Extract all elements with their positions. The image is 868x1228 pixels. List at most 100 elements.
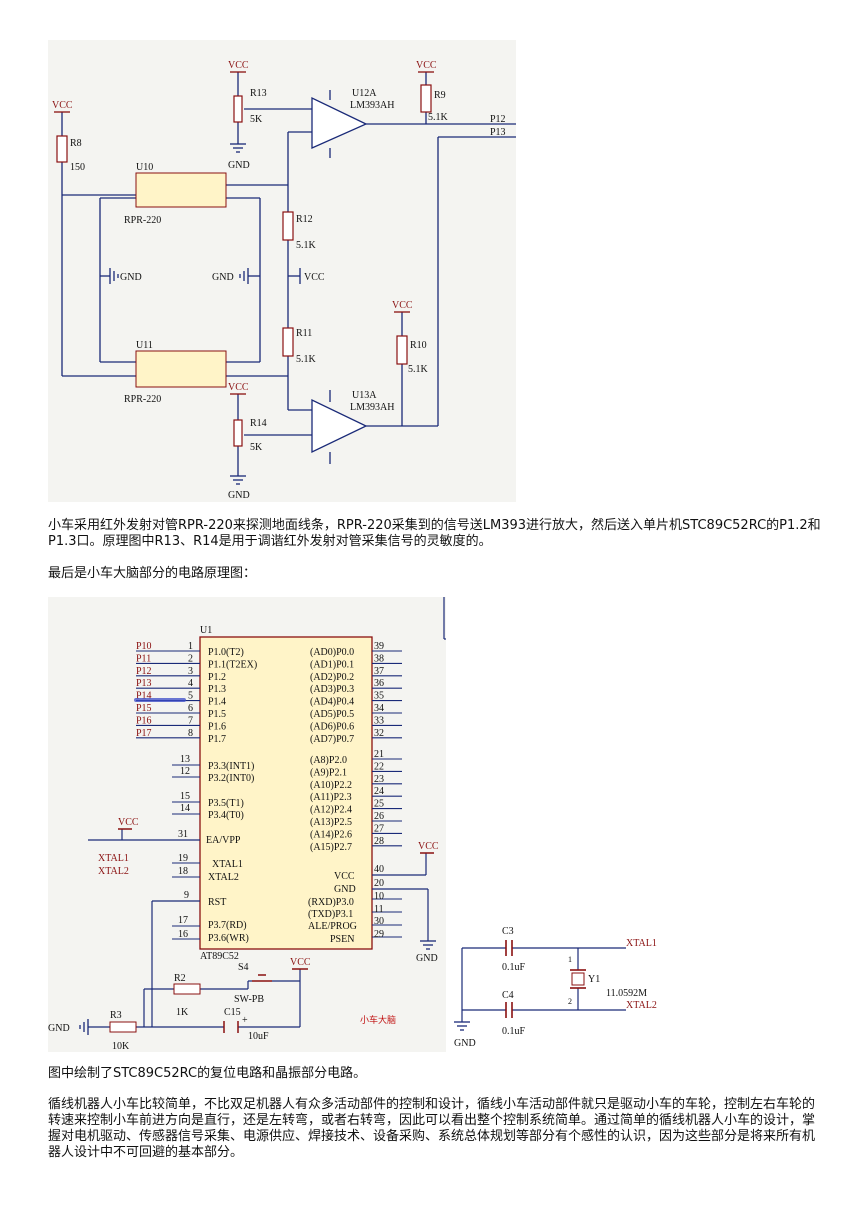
c15-label: C15 (224, 1007, 241, 1018)
vcc-label: VCC (228, 382, 249, 393)
p13-net: P13 (490, 127, 506, 138)
u1-label: U1 (200, 625, 212, 636)
gnd-label: GND (212, 272, 234, 283)
r3-value: 10K (112, 1041, 130, 1052)
u12-part: LM393AH (350, 100, 394, 111)
r8-label: R8 (70, 138, 82, 149)
pin-num: 7 (188, 715, 193, 726)
pin-num: 20 (374, 878, 384, 889)
r11-value: 5.1K (296, 354, 317, 365)
pin-num: 18 (178, 866, 188, 877)
pin-label: P1.3 (208, 684, 226, 695)
paragraph-intro-brain: 最后是小车大脑部分的电路原理图： (48, 566, 257, 581)
y1-label: Y1 (588, 974, 600, 985)
c3-value: 0.1uF (502, 962, 526, 973)
r13-value: 5K (250, 114, 263, 125)
pin-label: (A8)P2.0 (310, 755, 347, 766)
pin-num: 21 (374, 749, 384, 760)
pin-num: 31 (178, 829, 188, 840)
watermark: 小车大脑 (360, 1014, 396, 1025)
r14-label: R14 (250, 418, 267, 429)
pin-num: 34 (374, 703, 384, 714)
pin-num: 11 (374, 904, 384, 915)
pin-num: 33 (374, 715, 384, 726)
c15-value: 10uF (248, 1031, 269, 1042)
pin-num: 6 (188, 703, 193, 714)
gnd-label: GND (228, 160, 250, 171)
pin-num: 25 (374, 799, 384, 810)
net-label: P14 (136, 691, 152, 702)
pin-num: 1 (568, 955, 572, 964)
pin-label: (A12)P2.4 (310, 805, 352, 816)
r2-value: 1K (176, 1007, 189, 1018)
r9-label: R9 (434, 90, 446, 101)
pin-num: 15 (180, 791, 190, 802)
net-label: P12 (136, 666, 152, 677)
s4-part: SW-PB (234, 994, 264, 1005)
pin-num: 2 (188, 653, 193, 664)
pin-num: 10 (374, 891, 384, 902)
pin-label: (AD0)P0.0 (310, 647, 354, 658)
pin-num: 37 (374, 666, 384, 677)
pin-num: 28 (374, 836, 384, 847)
pin-num: 2 (568, 997, 572, 1006)
pin-ea: EA/VPP (206, 835, 241, 846)
pin-label: (A9)P2.1 (310, 767, 347, 778)
pin-label: P3.2(INT0) (208, 773, 254, 784)
chip-part: AT89C52 (200, 951, 239, 962)
gnd-label: GND (454, 1038, 476, 1049)
vcc-label: VCC (416, 60, 437, 71)
pin-label: P3.5(T1) (208, 798, 244, 809)
pin-num: 5 (188, 691, 193, 702)
pin-num: 36 (374, 678, 384, 689)
r3-label: R3 (110, 1010, 122, 1021)
r11-label: R11 (296, 328, 312, 339)
pin-label: P1.6 (208, 721, 226, 732)
pin-num: 35 (374, 691, 384, 702)
pin-label: P3.4(T0) (208, 810, 244, 821)
net-label: P13 (136, 678, 152, 689)
net-xtal2: XTAL2 (626, 1000, 657, 1011)
u13-part: LM393AH (350, 402, 394, 413)
pin-num: 8 (188, 728, 193, 739)
pin-num: 1 (188, 641, 193, 652)
r13-label: R13 (250, 88, 267, 99)
r9-value: 5.1K (428, 112, 449, 123)
pin-xtal1: XTAL1 (212, 859, 243, 870)
u11-part: RPR-220 (124, 394, 161, 405)
pin-label: P1.4 (208, 697, 226, 708)
pin-label: (AD1)P0.1 (310, 659, 354, 670)
r12-label: R12 (296, 214, 313, 225)
pin-psen: PSEN (330, 934, 354, 945)
pin-txd: (TXD)P3.1 (308, 909, 353, 920)
pin-label: (AD6)P0.6 (310, 721, 354, 732)
pin-num: 24 (374, 786, 384, 797)
pin-num: 22 (374, 761, 384, 772)
c4-label: C4 (502, 990, 514, 1001)
pin-num: 12 (180, 766, 190, 777)
pin-xtal2: XTAL2 (208, 872, 239, 883)
paragraph-summary: 循线机器人小车比较简单，不比双足机器人有众多活动部件的控制和设计，循线小车活动部… (48, 1097, 816, 1160)
net-xtal1: XTAL1 (626, 938, 657, 949)
vcc-label: VCC (52, 100, 73, 111)
pin-label: P1.2 (208, 672, 226, 683)
pin-label: P1.5 (208, 709, 226, 720)
pin-label: (A10)P2.2 (310, 780, 352, 791)
pin-num: 23 (374, 774, 384, 785)
pin-label: (AD4)P0.4 (310, 697, 354, 708)
vcc-label: VCC (304, 272, 325, 283)
pin-num: 17 (178, 915, 188, 926)
pin-label: P1.0(T2) (208, 647, 244, 658)
paragraph-reset-crystal: 图中绘制了STC89C52RC的复位电路和晶振部分电路。 (48, 1066, 367, 1081)
net-xtal1: XTAL1 (98, 853, 129, 864)
u11-label: U11 (136, 340, 153, 351)
pin-ale: ALE/PROG (308, 921, 357, 932)
c3-label: C3 (502, 926, 514, 937)
r8-value: 150 (70, 162, 85, 173)
r14-value: 5K (250, 442, 263, 453)
net-label: P16 (136, 715, 152, 726)
u10-label: U10 (136, 162, 153, 173)
pin-label: (AD7)P0.7 (310, 734, 354, 745)
pin-label: (A13)P2.5 (310, 817, 352, 828)
pin-label: (AD5)P0.5 (310, 709, 354, 720)
